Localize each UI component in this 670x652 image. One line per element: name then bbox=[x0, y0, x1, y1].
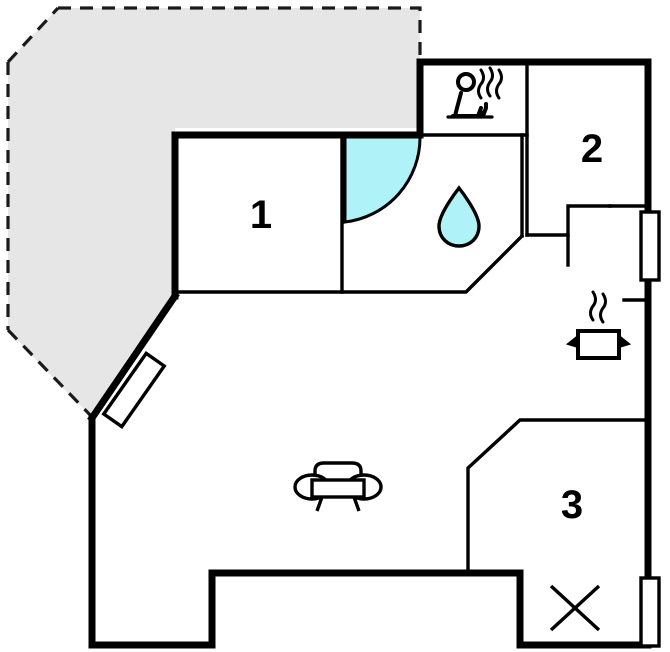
windows bbox=[101, 210, 661, 648]
sauna-icon bbox=[446, 66, 503, 119]
pot-body bbox=[576, 329, 621, 360]
sofa-seat bbox=[310, 478, 366, 499]
sauna-heat-wave-3 bbox=[495, 68, 503, 100]
wall-diagonal-left bbox=[87, 291, 180, 423]
window-right-upper bbox=[639, 210, 661, 282]
pot-handle-right bbox=[618, 333, 632, 349]
sofa-icon bbox=[293, 461, 383, 512]
sofa-leg-right bbox=[352, 496, 361, 512]
sauna-heat-wave-1 bbox=[477, 68, 485, 100]
room-label-1: 1 bbox=[250, 193, 272, 237]
sauna-person-head bbox=[456, 72, 476, 92]
building-footprint bbox=[90, 62, 648, 648]
exterior-walls bbox=[87, 58, 652, 649]
pot-handle-left bbox=[565, 333, 579, 349]
window-right-lower bbox=[639, 576, 661, 648]
cross-mark-icon bbox=[549, 584, 601, 632]
pot-steam-1 bbox=[589, 290, 597, 322]
terrace-dashed-edge-corner bbox=[6, 6, 60, 64]
sofa-leg-left bbox=[315, 496, 324, 512]
pot-steam-2 bbox=[599, 292, 607, 324]
wall-room2-step bbox=[525, 204, 612, 237]
water-drop-shape bbox=[437, 185, 481, 248]
door-leaf bbox=[101, 351, 167, 429]
cooking-pot-icon bbox=[565, 290, 632, 360]
shower-quarter-circle-icon bbox=[343, 133, 422, 224]
terrace-fill bbox=[8, 8, 420, 420]
sauna-person-torso bbox=[453, 91, 463, 118]
wall-room3 bbox=[466, 418, 650, 575]
water-drop-icon bbox=[437, 185, 481, 248]
interior-fill bbox=[90, 62, 648, 648]
room-label-3: 3 bbox=[561, 483, 583, 527]
room-label-2: 2 bbox=[581, 127, 603, 171]
water-features bbox=[343, 133, 422, 224]
cross-line-2 bbox=[549, 584, 601, 632]
interior-walls bbox=[173, 60, 650, 575]
sauna-heat-wave-2 bbox=[486, 66, 494, 98]
door-diagonal-left bbox=[101, 351, 167, 429]
wall-bath-bottom bbox=[173, 233, 525, 294]
